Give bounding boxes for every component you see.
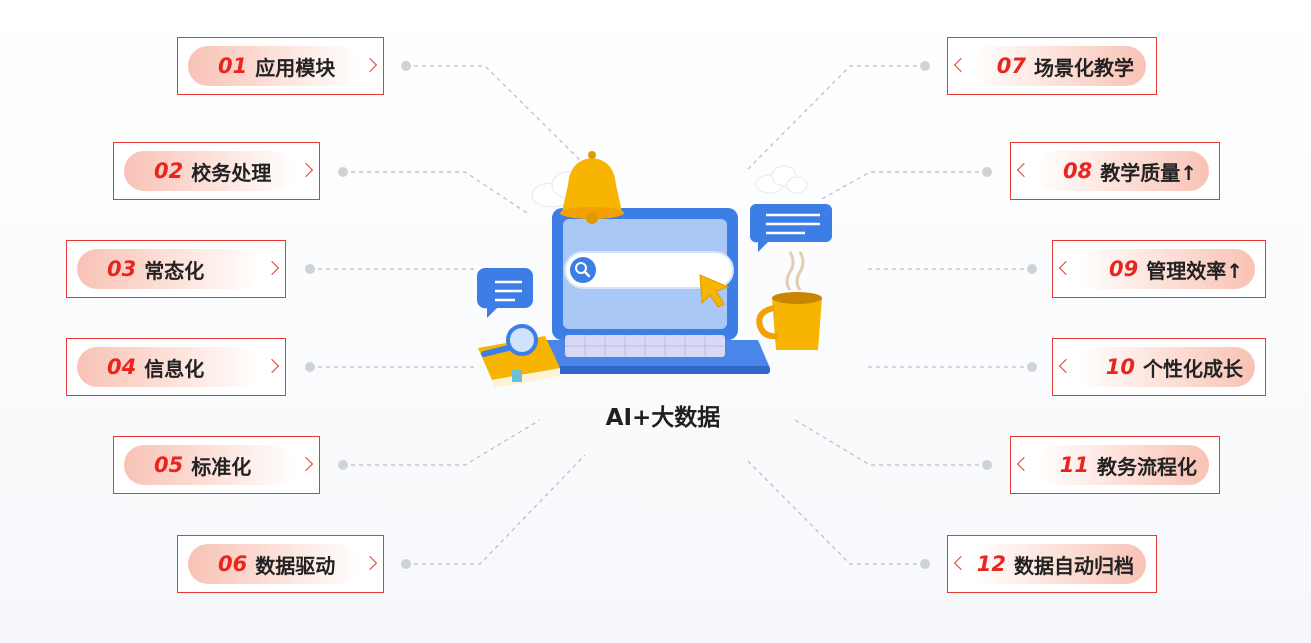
chevron-left-icon: [1058, 260, 1074, 276]
node-01: 01 应用模块: [177, 37, 384, 95]
node-number: 02: [154, 159, 184, 183]
connector-dot: [1027, 264, 1037, 274]
node-08: 08 教学质量↑: [1010, 142, 1220, 200]
chevron-right-icon: [298, 456, 314, 472]
connector-11: [794, 419, 987, 466]
connector-07: [744, 65, 925, 173]
node-label: 教务流程化: [1097, 454, 1197, 479]
node-number: 12: [976, 552, 1006, 576]
magnifier-icon: [481, 324, 538, 357]
node-label: 场景化教学: [1034, 55, 1134, 80]
chevron-right-icon: [264, 260, 280, 276]
chevron-right-icon: [362, 555, 378, 571]
node-number: 08: [1063, 159, 1093, 183]
laptop-illustration: [476, 151, 832, 388]
connector-dot: [338, 460, 348, 470]
coffee-mug-icon: [756, 251, 822, 350]
search-icon: [570, 257, 596, 283]
connector-dot: [982, 167, 992, 177]
chat-bubble-icon: [476, 268, 533, 318]
node-pill: 10 个性化成长: [1077, 347, 1255, 387]
node-07: 07 场景化教学: [947, 37, 1157, 95]
node-pill: 03 常态化: [77, 249, 261, 289]
chevron-left-icon: [1016, 162, 1032, 178]
node-03: 03 常态化: [66, 240, 286, 298]
connector-dot: [920, 61, 930, 71]
node-number: 11: [1059, 453, 1089, 477]
node-05: 05 标准化: [113, 436, 320, 494]
connector-dot: [920, 559, 930, 569]
node-label: 应用模块: [255, 55, 336, 80]
connector-12: [744, 457, 925, 565]
node-12: 12 数据自动归档: [947, 535, 1157, 593]
node-label: 标准化: [191, 454, 252, 479]
node-06: 06 数据驱动: [177, 535, 384, 593]
node-pill: 09 管理效率↑: [1077, 249, 1255, 289]
center-label: AI+大数据: [605, 405, 721, 431]
node-number: 04: [107, 355, 137, 379]
node-pill: 02 校务处理: [124, 151, 295, 191]
chevron-left-icon: [1058, 358, 1074, 374]
connector-05: [343, 419, 541, 466]
connector-06: [406, 454, 586, 565]
connector-dot: [982, 460, 992, 470]
chevron-right-icon: [264, 358, 280, 374]
node-label: 管理效率↑: [1146, 258, 1243, 283]
connector-dot: [338, 167, 348, 177]
chevron-right-icon: [298, 162, 314, 178]
cursor-icon: [699, 274, 730, 308]
node-pill: 08 教学质量↑: [1035, 151, 1209, 191]
connector-dot: [1027, 362, 1037, 372]
node-pill: 11 教务流程化: [1035, 445, 1209, 485]
node-number: 05: [154, 453, 184, 477]
chevron-left-icon: [953, 57, 969, 73]
node-label: 个性化成长: [1143, 356, 1243, 381]
node-label: 常态化: [144, 258, 205, 283]
connector-dot: [401, 61, 411, 71]
connector-08: [819, 171, 987, 201]
node-pill: 01 应用模块: [188, 46, 359, 86]
node-02: 02 校务处理: [113, 142, 320, 200]
node-number: 10: [1105, 355, 1135, 379]
node-09: 09 管理效率↑: [1052, 240, 1266, 298]
node-number: 01: [218, 54, 248, 78]
connector-dot: [305, 264, 315, 274]
node-label: 信息化: [144, 356, 205, 381]
book-icon: [478, 336, 560, 388]
node-11: 11 教务流程化: [1010, 436, 1220, 494]
node-label: 校务处理: [191, 160, 272, 185]
connector-dot: [401, 559, 411, 569]
node-number: 07: [996, 54, 1026, 78]
node-number: 03: [107, 257, 137, 281]
node-number: 06: [218, 552, 248, 576]
connector-dot: [305, 362, 315, 372]
node-10: 10 个性化成长: [1052, 338, 1266, 396]
chevron-left-icon: [953, 555, 969, 571]
node-pill: 04 信息化: [77, 347, 261, 387]
chevron-right-icon: [362, 57, 378, 73]
chevron-left-icon: [1016, 456, 1032, 472]
cloud-icon: [755, 165, 808, 194]
node-pill: 12 数据自动归档: [972, 544, 1146, 584]
connector-01: [406, 65, 591, 171]
node-label: 教学质量↑: [1100, 160, 1197, 185]
node-pill: 05 标准化: [124, 445, 295, 485]
bell-icon: [560, 151, 624, 224]
chat-bubble-icon: [749, 204, 832, 252]
node-04: 04 信息化: [66, 338, 286, 396]
node-pill: 06 数据驱动: [188, 544, 359, 584]
node-label: 数据自动归档: [1014, 553, 1134, 578]
node-number: 09: [1109, 257, 1139, 281]
connector-02: [343, 171, 531, 216]
node-pill: 07 场景化教学: [972, 46, 1146, 86]
node-label: 数据驱动: [255, 553, 336, 578]
